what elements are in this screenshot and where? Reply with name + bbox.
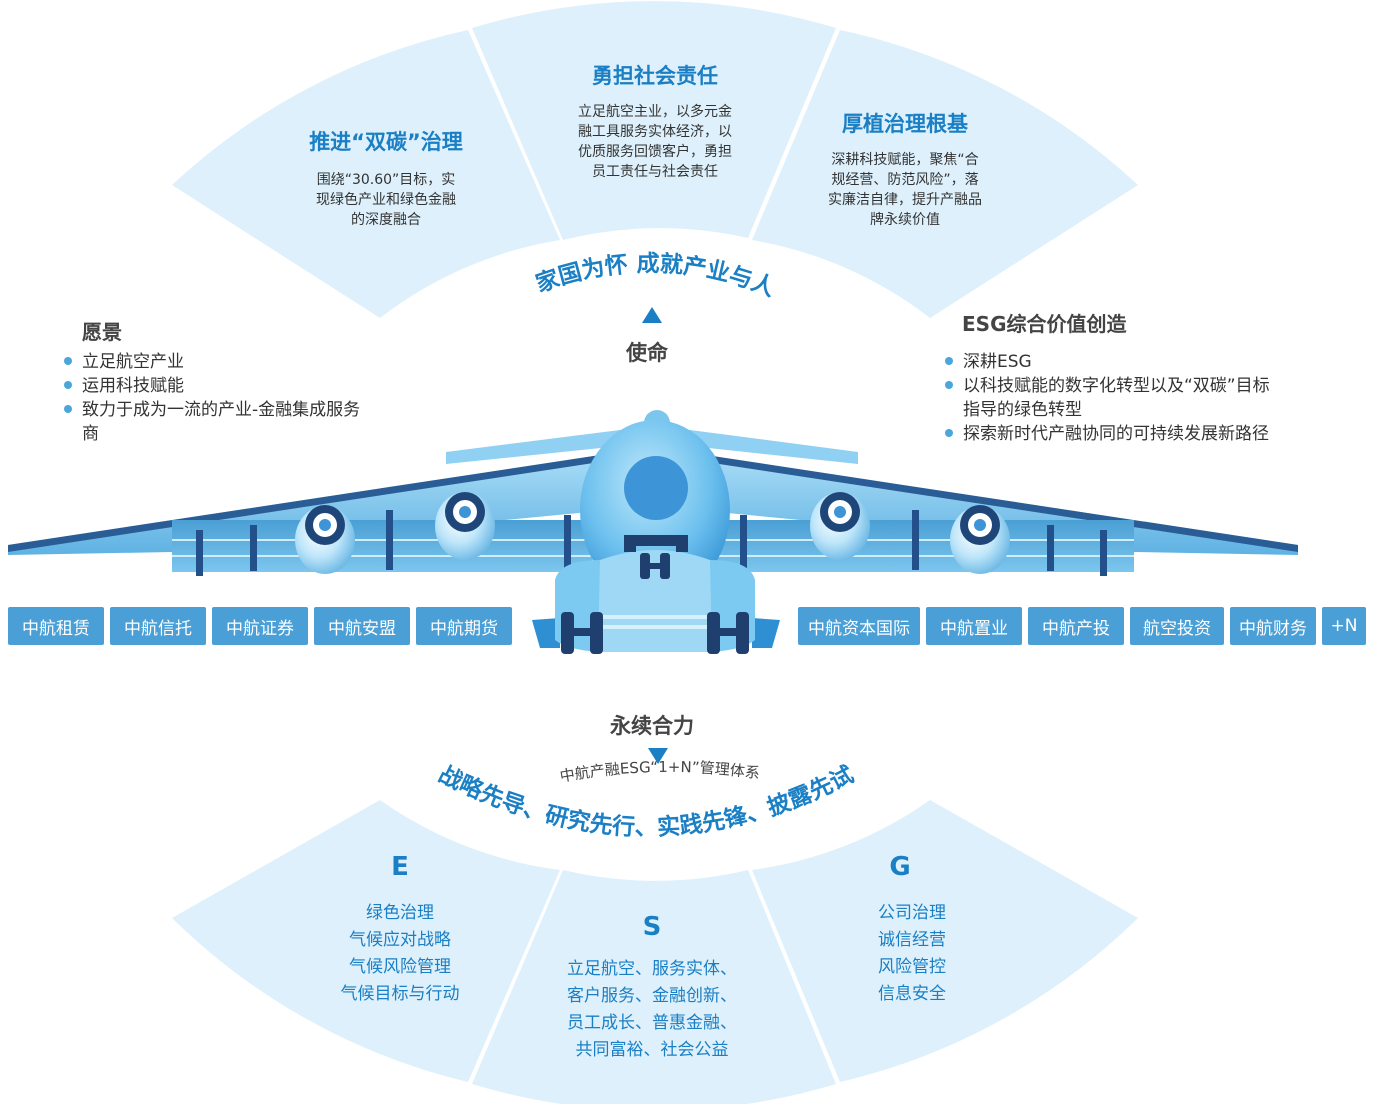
right-wing-under [716, 520, 1134, 572]
perpetual-arrow-icon [648, 748, 668, 764]
pillar-g-items: 公司治理 诚信经营 风险管控 信息安全 [878, 903, 946, 1004]
pillar-e-letter: E [391, 852, 409, 882]
sector-title-carbon: 推进“双碳”治理 [309, 130, 463, 154]
gear-pod-right [752, 618, 780, 648]
vision-item: 运用科技赋能 [62, 374, 362, 398]
bottom-sector-g [752, 800, 1138, 1082]
sector-body-carbon: 围绕“30.60”目标，实 现绿色产业和绿色金融 的深度融合 [316, 172, 456, 228]
left-wing-under [172, 520, 592, 572]
engine-2 [435, 492, 495, 560]
sector-body-social: 立足航空主业，以多元金 融工具服务实体经济，以 优质服务回馈客户，勇担 员工责任… [578, 104, 732, 180]
left-wing-edge [8, 455, 600, 552]
mission-label: 使命 [626, 341, 668, 365]
vision-list: 立足航空产业 运用科技赋能 致力于成为一流的产业-金融集成服务商 [62, 350, 362, 446]
subsidiary-chip: 中航资本国际 [798, 607, 920, 645]
esg-value-list: 深耕ESG 以科技赋能的数字化转型以及“双碳”目标指导的绿色转型 探索新时代产融… [943, 350, 1273, 446]
subsidiary-chip: 中航信托 [110, 607, 206, 645]
sector-title-governance: 厚植治理根基 [842, 112, 968, 136]
top-sector-middle [472, 1, 836, 240]
main-gear-left [561, 612, 603, 654]
vision-item: 立足航空产业 [62, 350, 362, 374]
subsidiary-chip: 中航租赁 [8, 607, 104, 645]
main-gear-right [707, 612, 749, 654]
subsidiary-chip: 航空投资 [1130, 607, 1224, 645]
esg-value-item: 探索新时代产融协同的可持续发展新路径 [943, 422, 1273, 446]
subsidiary-chip: +N [1322, 607, 1366, 645]
engine-1 [295, 505, 355, 574]
subsidiary-chip: 中航置业 [926, 607, 1022, 645]
bottom-sector-s [472, 870, 836, 1104]
subsidiary-chip: 中航安盟 [314, 607, 410, 645]
vision-title: 愿景 [82, 320, 122, 344]
pillar-e-items: 绿色治理 气候应对战略 气候风险管理 气候目标与行动 [340, 903, 460, 1004]
pillar-s-letter: S [642, 912, 662, 942]
airplane-illustration [8, 410, 1298, 654]
nose-gear-bar [624, 535, 688, 552]
sector-title-social: 勇担社会责任 [592, 64, 718, 88]
subsidiary-chip: 中航期货 [416, 607, 512, 645]
mission-slogan: 家国为怀 成就产业与人 [532, 250, 779, 302]
esg-value-item: 以科技赋能的数字化转型以及“双碳”目标指导的绿色转型 [943, 374, 1273, 422]
bottom-fan [172, 800, 1138, 1104]
top-fan [172, 1, 1138, 318]
esg-value-title: ESG综合价值创造 [962, 312, 1127, 336]
perpetual-label: 永续合力 [610, 714, 694, 738]
fuselage-window [624, 456, 688, 520]
pillar-s-items: 立足航空、服务实体、 客户服务、金融创新、 员工成长、普惠金融、 共同富裕、社会… [567, 959, 737, 1060]
top-sector-right [752, 30, 1138, 318]
engine-4 [950, 505, 1010, 574]
right-wing-edge [706, 455, 1298, 552]
sector-body-governance: 深耕科技赋能，聚焦“合 规经营、防范风险”，落 实廉洁自律，提升产融品 牌永续价… [828, 152, 982, 228]
pillar-g-letter: G [889, 852, 911, 882]
vision-item: 致力于成为一流的产业-金融集成服务商 [62, 398, 362, 446]
top-sector-left [172, 30, 560, 318]
mission-arrow-icon [642, 307, 662, 323]
bottom-sector-e [172, 800, 560, 1082]
engine-3 [810, 492, 870, 560]
subsidiary-chip: 中航财务 [1230, 607, 1316, 645]
esg-value-item: 深耕ESG [943, 350, 1273, 374]
gear-pod-left [532, 618, 560, 648]
subsidiary-chip: 中航证券 [212, 607, 308, 645]
subsidiary-chip: 中航产投 [1028, 607, 1124, 645]
